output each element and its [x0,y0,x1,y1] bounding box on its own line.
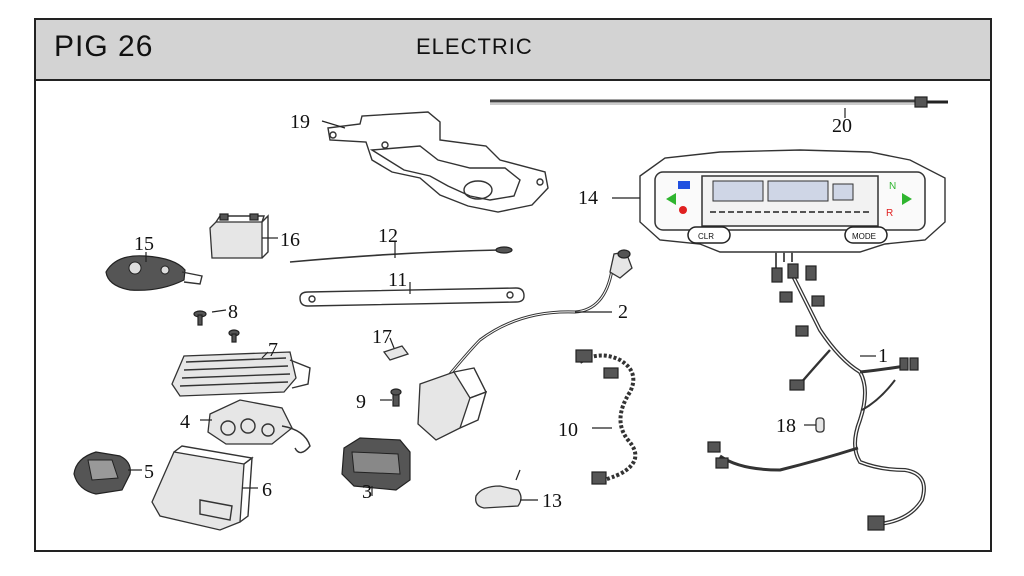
page-code: PIG 26 [54,30,154,63]
part-15-horn [105,252,203,291]
part-1-main-harness [707,263,926,531]
header-bar [36,20,990,81]
callout-6: 6 [262,479,272,501]
part-4-switch [200,399,311,454]
part-3-relay [341,437,411,496]
part-7-regulator [171,329,311,397]
part-14-dashboard: N R CLR MODE [612,149,946,268]
callout-7: 7 [268,339,278,361]
clr-button-label: CLR [698,232,714,241]
callout-17: 17 [372,326,392,348]
callout-5: 5 [144,461,154,483]
callout-19: 19 [290,111,310,133]
part-9-bolt [380,388,402,407]
neutral-indicator: N [889,181,896,192]
callout-1: 1 [878,345,888,367]
clr-button [687,226,731,244]
callout-15: 15 [134,233,154,255]
callout-20: 20 [832,115,852,137]
headlight-indicator-icon [678,181,690,189]
part-2-ignition-coil [417,249,633,441]
mode-button-label: MODE [852,232,876,241]
part-16-battery [209,213,278,259]
page-title: ELECTRIC [416,34,533,59]
callout-10: 10 [558,419,578,441]
part-20-rod [490,96,948,118]
callout-3: 3 [362,481,372,503]
reverse-indicator: R [886,208,893,219]
callout-18: 18 [776,415,796,437]
part-17-plate [382,337,410,361]
part-19-bracket [321,111,549,213]
part-18-fuse [804,417,825,433]
part-8-screw [193,309,227,326]
mode-button [844,226,888,244]
callout-14: 14 [578,187,598,209]
callout-4: 4 [180,411,190,433]
part-13-sensor [475,469,538,509]
callout-8: 8 [228,301,238,323]
callout-13: 13 [542,490,562,512]
part-6-cdi [151,445,258,531]
callout-11: 11 [388,269,407,291]
callout-16: 16 [280,229,300,251]
part-12-cable [289,242,513,263]
turn-right-indicator-icon [902,193,912,205]
callout-12: 12 [378,225,398,247]
warning-indicator-icon [679,206,687,214]
turn-left-indicator-icon [666,193,676,205]
callout-2: 2 [618,301,628,323]
part-5-clip [73,451,142,495]
part-10-wiring [575,349,638,485]
part-11-strap [299,282,525,307]
callout-9: 9 [356,391,366,413]
